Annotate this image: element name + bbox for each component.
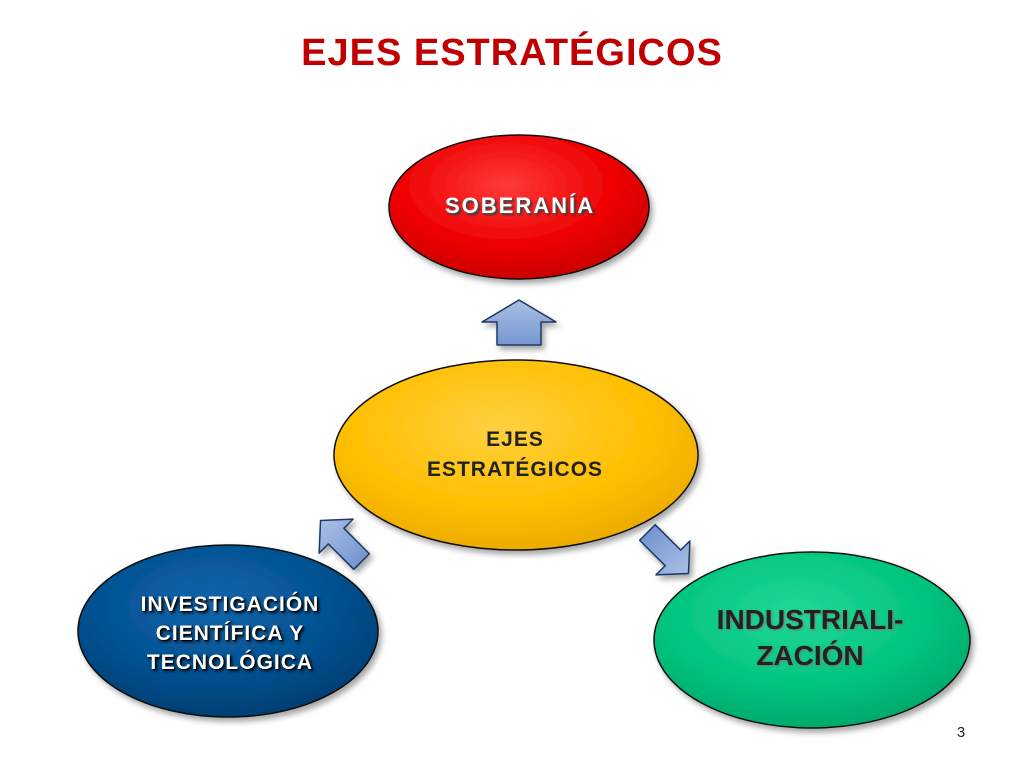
investigacion-label: INVESTIGACIÓN CIENTÍFICA Y TECNOLÓGICA [95,590,365,677]
investigacion-label-line1: INVESTIGACIÓN [140,593,320,616]
arrow-up-icon [481,299,557,346]
soberania-node [388,134,650,280]
center-label-line1: EJES [486,428,544,451]
arrow-down-right-icon [638,523,691,576]
page-number: 3 [956,724,966,741]
industrializacion-label: INDUSTRIALI- ZACIÓN [660,602,960,674]
investigacion-label-line3: TECNOLÓGICA [146,651,314,674]
industrializacion-node [653,551,971,729]
center-label-line2: ESTRATÉGICOS [426,458,604,481]
slide-title: EJES ESTRATÉGICOS [301,32,723,74]
investigacion-node [77,544,379,718]
investigacion-label-line2: CIENTÍFICA Y [155,622,305,645]
center-label: EJES ESTRATÉGICOS [350,425,680,485]
industrializacion-label-line2: ZACIÓN [756,640,864,671]
arrow-up-left-icon [318,518,371,571]
soberania-label: SOBERANÍA [444,193,595,218]
industrializacion-label-line1: INDUSTRIALI- [716,604,904,635]
center-node [333,359,699,551]
